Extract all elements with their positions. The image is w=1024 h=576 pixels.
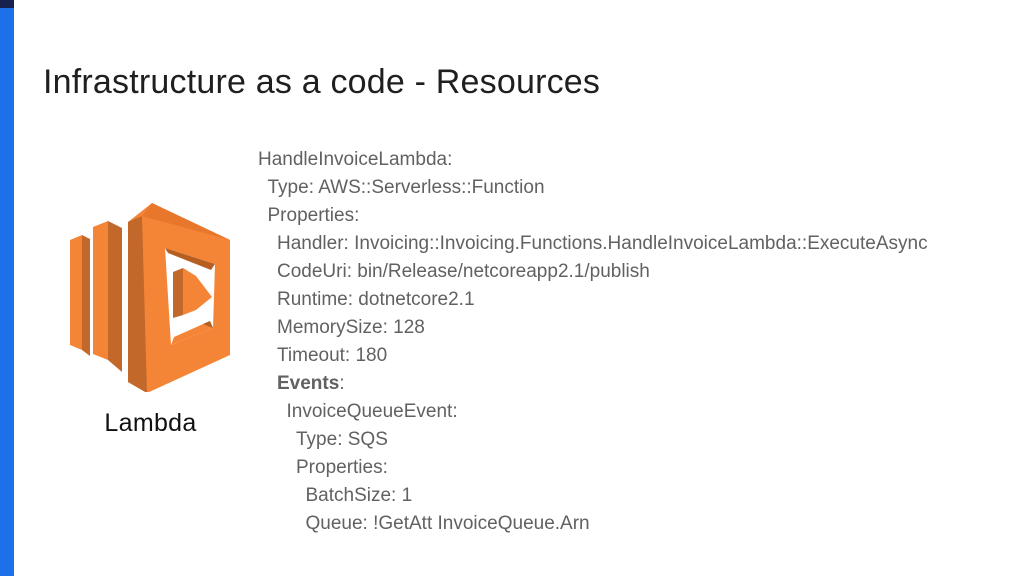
- left-accent-bar-cap: [0, 0, 14, 8]
- code-line: Runtime: dotnetcore2.1: [277, 289, 475, 310]
- code-line: Type: AWS::Serverless::Function: [267, 177, 545, 198]
- aws-lambda-icon: [68, 200, 233, 392]
- code-line: Queue: !GetAtt InvoiceQueue.Arn: [305, 513, 590, 534]
- code-line: Properties:: [267, 205, 360, 226]
- left-accent-bar: [0, 0, 14, 576]
- code-line: CodeUri: bin/Release/netcoreapp2.1/publi…: [277, 261, 650, 282]
- code-line: InvoiceQueueEvent:: [286, 401, 458, 422]
- code-line: Events:: [277, 373, 345, 394]
- slide-title: Infrastructure as a code - Resources: [43, 63, 601, 101]
- code-line: Properties:: [296, 457, 388, 478]
- code-line: Handler: Invoicing::Invoicing.Functions.…: [277, 233, 928, 254]
- lambda-icon-label: Lambda: [104, 409, 197, 437]
- yaml-code: HandleInvoiceLambda:Type: AWS::Serverles…: [258, 146, 928, 538]
- aws-lambda-icon-svg: [70, 203, 230, 392]
- code-line: HandleInvoiceLambda:: [258, 149, 453, 170]
- code-line: Timeout: 180: [277, 345, 388, 366]
- code-line: Type: SQS: [296, 429, 388, 450]
- code-line: MemorySize: 128: [277, 317, 425, 338]
- code-line: BatchSize: 1: [305, 485, 413, 506]
